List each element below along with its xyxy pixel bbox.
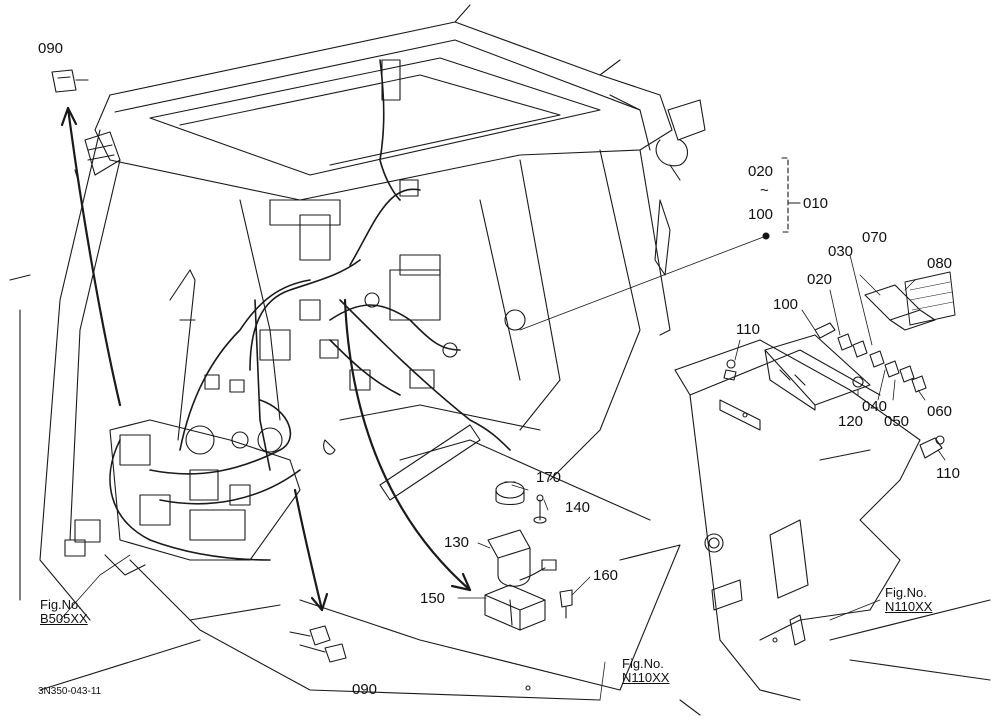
label-range-tilde: ~ [760, 182, 769, 199]
connector-090-bottom [289, 625, 347, 663]
label-020-range-start: 020 [748, 163, 774, 180]
fig-ref-right: Fig.No. N110XX [885, 585, 933, 615]
label-110-left: 110 [736, 321, 760, 338]
label-130: 130 [444, 534, 470, 551]
label-030: 030 [828, 243, 854, 260]
label-110-right: 110 [936, 465, 960, 482]
label-040: 040 [862, 398, 888, 415]
label-050: 050 [884, 413, 910, 430]
fig-ref-left: Fig.No. B505XX [40, 597, 88, 627]
label-170: 170 [536, 469, 562, 486]
fig-ref-left-number: B505XX [40, 611, 88, 627]
fig-ref-right-caption: Fig.No. [885, 585, 927, 600]
fig-ref-bottom-caption: Fig.No. [622, 656, 664, 671]
work-lamp-left [74, 131, 121, 181]
connector-090-top [51, 69, 89, 93]
cab-frame [9, 129, 671, 621]
label-150: 150 [420, 590, 446, 607]
cab-floor [39, 404, 681, 701]
label-160: 160 [593, 567, 619, 584]
label-020: 020 [807, 271, 833, 288]
fig-ref-right-number: N110XX [885, 599, 933, 615]
arrows [60, 106, 472, 612]
label-060: 060 [927, 403, 953, 420]
work-lamp-right [655, 99, 706, 181]
label-070: 070 [862, 229, 888, 246]
cab-roof [94, 4, 673, 201]
leader-lines [59, 235, 946, 701]
label-120: 120 [838, 413, 864, 430]
label-010: 010 [803, 195, 829, 212]
control-tower-harness [109, 59, 511, 561]
label-090-bottom: 090 [352, 681, 378, 698]
tower-components [64, 59, 526, 576]
fig-ref-bottom-number: N110XX [622, 670, 670, 686]
label-090-top: 090 [38, 40, 64, 57]
right-console-panel [674, 339, 991, 716]
label-140: 140 [565, 499, 591, 516]
range-bracket-010 [781, 157, 801, 233]
drawing-code: 3N350-043-11 [38, 686, 102, 697]
label-100: 100 [773, 296, 799, 313]
solenoid-assembly [484, 481, 573, 691]
label-080: 080 [927, 255, 953, 272]
switch-assembly [723, 232, 956, 459]
fig-ref-left-caption: Fig.No. [40, 597, 82, 612]
fig-ref-bottom: Fig.No. N110XX [622, 656, 670, 686]
label-100-range-end: 100 [748, 206, 774, 223]
